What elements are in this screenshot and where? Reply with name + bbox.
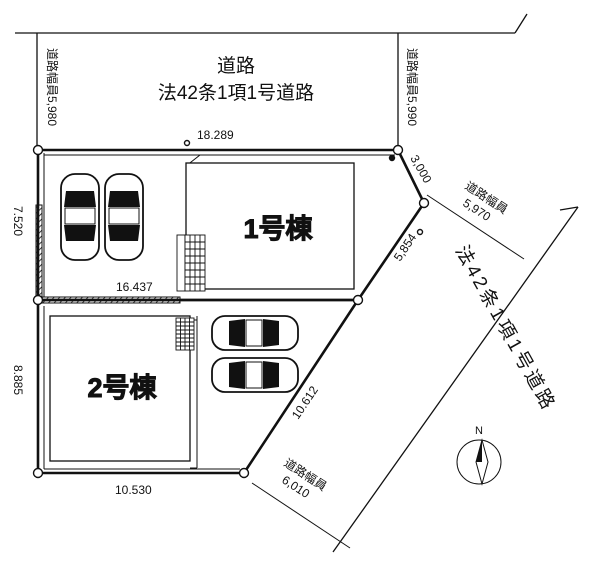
car-2 (104, 173, 144, 261)
compass-label: N (475, 425, 483, 437)
road-north-corner-line (514, 13, 528, 34)
car-1-windows (64, 191, 96, 241)
car-4-windows (229, 361, 279, 389)
dim-west-lower: 8.885 (11, 365, 25, 395)
dim-corner-cut: 3,000 (407, 153, 434, 186)
grid-box-1 (176, 234, 206, 292)
wall-lot-divide (39, 296, 181, 304)
car-1 (60, 173, 100, 261)
car-3-windows (229, 319, 279, 347)
marker-mid-dot (416, 228, 424, 236)
dim-lot-divide: 16.437 (116, 280, 153, 294)
marker-west-mid (32, 294, 44, 306)
road-north-type: 法42条1項1号道路 (158, 82, 314, 104)
grid-box-1-lines (185, 235, 205, 291)
road-se-type: 法42条1項1号道路 (451, 242, 561, 416)
road-north-title: 道路 (217, 55, 255, 77)
dim-south: 10.530 (115, 483, 152, 497)
road-width-south-line (251, 482, 351, 549)
car-3-roof (245, 319, 263, 347)
marker-corner-cut (418, 197, 430, 209)
marker-nw (32, 144, 44, 156)
marker-se (238, 467, 250, 479)
road-width-north-right: 道路幅員5,990 (405, 48, 420, 126)
building-2: 2号棟 (49, 315, 198, 469)
car-4-roof (245, 361, 263, 389)
marker-top-dot (183, 139, 191, 147)
dim-west-upper: 7.520 (11, 206, 25, 236)
building-2-label: 2号棟 (87, 373, 157, 403)
car-1-roof (64, 207, 96, 225)
grid-box-1-outline (176, 234, 186, 292)
building-1-outline (185, 162, 355, 290)
road-north-edges (15, 13, 579, 553)
boundary-markers (32, 139, 430, 479)
building-1-label: 1号棟 (243, 214, 313, 244)
compass-needle-fill (476, 440, 482, 462)
car-3 (211, 315, 299, 351)
north-compass: N (456, 425, 502, 486)
marker-ne-dot (388, 154, 396, 162)
marker-mid-east (352, 294, 364, 306)
marker-ne (392, 144, 404, 156)
building-1: 1号棟 (185, 154, 390, 290)
road-width-north-left: 道路幅員5,980 (45, 48, 60, 126)
car-2-windows (108, 191, 140, 241)
road-se-outer-corner (559, 206, 579, 211)
grid-box-2 (175, 317, 195, 351)
car-4 (211, 357, 299, 393)
wall-west (35, 204, 43, 301)
grid-box-2-lines (176, 318, 194, 350)
car-2-roof (108, 207, 140, 225)
marker-sw (32, 467, 44, 479)
road-width-east-line (426, 194, 525, 260)
building-2-outline (49, 315, 191, 462)
road-se-outer-line (332, 206, 579, 553)
dim-top: 18.289 (197, 128, 234, 142)
building-1-shadow (185, 154, 390, 167)
road-width-arrows (251, 194, 525, 549)
